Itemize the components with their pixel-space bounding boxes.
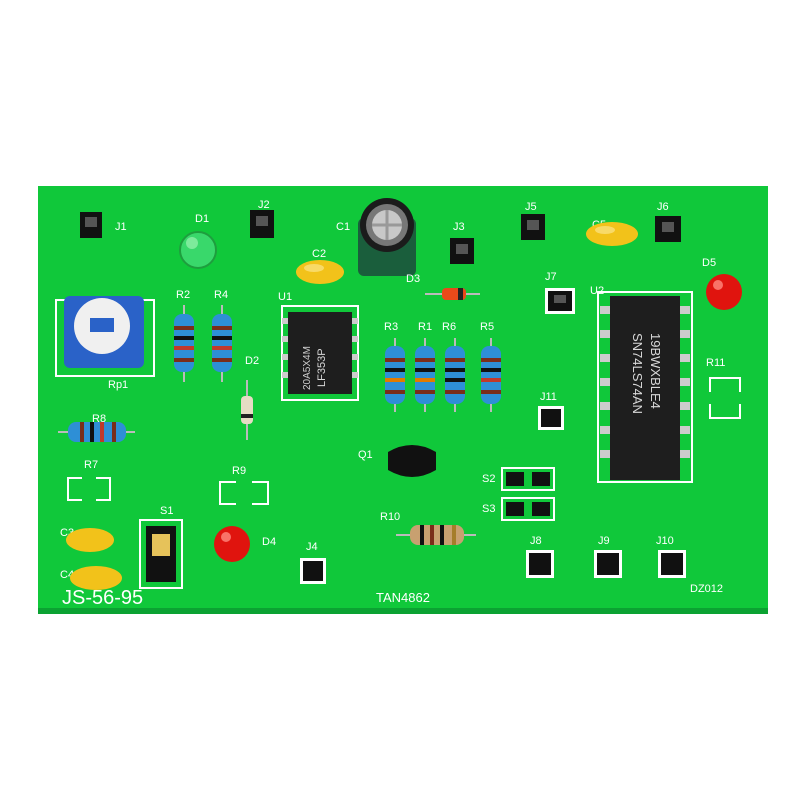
label-d5: D5 bbox=[702, 257, 716, 269]
header-s1: S1 bbox=[139, 505, 183, 589]
label-d2: D2 bbox=[245, 355, 259, 367]
u1-marking-line2: LF353P bbox=[316, 348, 328, 387]
label-d4: D4 bbox=[262, 536, 276, 548]
u2-marking-line2: SN74LS74AN bbox=[630, 333, 645, 414]
label-r5: R5 bbox=[480, 321, 494, 333]
u2-marking-line1: 19BWXBLE4 bbox=[648, 333, 663, 409]
pcb-edge-shadow bbox=[38, 608, 768, 614]
jumper-j1: J1 bbox=[80, 212, 127, 238]
resistor-r10: R10 bbox=[380, 511, 476, 545]
label-j7: J7 bbox=[545, 271, 557, 283]
u1-marking-line1: 20A5X4M bbox=[302, 346, 313, 390]
led-d1-green: D1 bbox=[179, 213, 217, 269]
footprint-r11: R11 bbox=[706, 357, 741, 419]
label-j2: J2 bbox=[258, 199, 270, 211]
label-j6: J6 bbox=[657, 201, 669, 213]
jumper-j9: J9 bbox=[594, 535, 622, 578]
label-rp1: Rp1 bbox=[108, 379, 128, 391]
footprint-r9: R9 bbox=[219, 465, 269, 505]
label-j11: J11 bbox=[540, 391, 557, 403]
label-r2: R2 bbox=[176, 289, 190, 301]
label-j3: J3 bbox=[453, 221, 465, 233]
footprint-r7: R7 bbox=[67, 459, 111, 501]
ic-u1: U1 20A5X4M LF353P bbox=[278, 291, 359, 401]
label-r9: R9 bbox=[232, 465, 246, 477]
diode-d3: D3 bbox=[406, 273, 480, 300]
label-c2: C2 bbox=[312, 248, 326, 260]
label-r6: R6 bbox=[442, 321, 456, 333]
led-d5-red: D5 bbox=[702, 257, 742, 310]
jumper-j6: J6 bbox=[655, 201, 681, 242]
header-s3: S3 bbox=[482, 497, 555, 521]
board-text-left: JS-56-95 bbox=[62, 587, 143, 609]
label-s2: S2 bbox=[482, 473, 495, 485]
label-s1: S1 bbox=[160, 505, 173, 517]
jumper-j10: J10 bbox=[656, 535, 686, 578]
label-c1: C1 bbox=[336, 221, 350, 233]
resistor-r2: R2 bbox=[174, 289, 194, 382]
resistor-r3 bbox=[385, 338, 405, 412]
jumper-j4: J4 bbox=[300, 541, 326, 584]
label-r10: R10 bbox=[380, 511, 400, 523]
header-s2: S2 bbox=[482, 467, 555, 491]
resistor-r8: R8 bbox=[58, 413, 135, 442]
resistor-r1 bbox=[415, 338, 435, 412]
resistor-r5 bbox=[481, 338, 501, 412]
label-s3: S3 bbox=[482, 503, 495, 515]
potentiometer-rp1: Rp1 bbox=[55, 296, 155, 391]
capacitor-c1: C1 bbox=[336, 198, 416, 276]
label-u1: U1 bbox=[278, 291, 292, 303]
label-d1: D1 bbox=[195, 213, 209, 225]
jumper-j8: J8 bbox=[526, 535, 554, 578]
capacitor-c3: C3 bbox=[60, 527, 114, 552]
label-r7: R7 bbox=[84, 459, 98, 471]
transistor-q1: Q1 bbox=[358, 445, 436, 477]
board-text-center: TAN4862 bbox=[376, 590, 430, 605]
label-j8: J8 bbox=[530, 535, 542, 547]
jumper-j7: J7 bbox=[545, 271, 575, 314]
label-j10: J10 bbox=[656, 535, 674, 547]
label-d3: D3 bbox=[406, 273, 420, 285]
jumper-j5: J5 bbox=[521, 201, 545, 240]
led-d4-red: D4 bbox=[214, 526, 276, 562]
jumper-j11: J11 bbox=[538, 391, 564, 430]
capacitor-c4: C4 bbox=[60, 566, 122, 590]
ic-u2: U2 19BWXBLE4 SN74LS74AN bbox=[590, 285, 693, 483]
board-text-right: DZ012 bbox=[690, 583, 723, 595]
capacitor-c5: C5 bbox=[586, 219, 638, 246]
label-r3: R3 bbox=[384, 321, 398, 333]
label-r4: R4 bbox=[214, 289, 228, 301]
capacitor-c2: C2 bbox=[296, 248, 344, 284]
diode-d2: D2 bbox=[241, 355, 259, 440]
label-j1: J1 bbox=[115, 221, 127, 233]
label-q1: Q1 bbox=[358, 449, 373, 461]
label-j5: J5 bbox=[525, 201, 537, 213]
label-j4: J4 bbox=[306, 541, 318, 553]
resistor-r4: R4 bbox=[212, 289, 232, 382]
jumper-j3: J3 bbox=[450, 221, 474, 264]
label-j9: J9 bbox=[598, 535, 610, 547]
label-r1: R1 bbox=[418, 321, 432, 333]
jumper-j2: J2 bbox=[250, 199, 274, 238]
resistor-r6 bbox=[445, 338, 465, 412]
label-r11: R11 bbox=[706, 357, 725, 369]
